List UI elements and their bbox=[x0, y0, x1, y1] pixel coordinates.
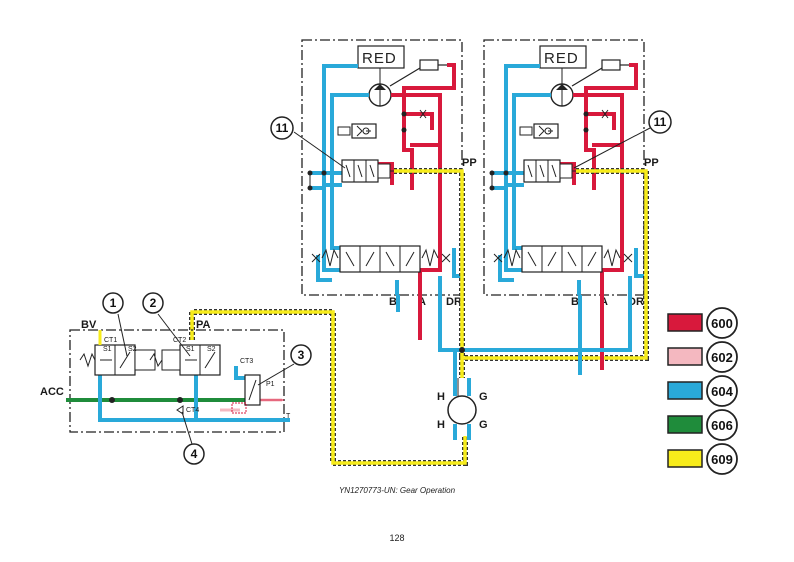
callouts: 1 2 3 4 11 11 bbox=[102, 110, 672, 465]
g-label-bottom: G bbox=[479, 419, 488, 431]
callout-11-left bbox=[270, 116, 294, 140]
s2-label-a: S2 bbox=[128, 346, 137, 353]
pilot-lines-yellow bbox=[189, 168, 649, 466]
legend-swatch-606 bbox=[667, 415, 703, 434]
dr-label-left: DR bbox=[446, 296, 462, 308]
legend-swatch-609 bbox=[667, 449, 703, 468]
legend-code-602: 602 bbox=[711, 350, 733, 365]
h-label-top: H bbox=[437, 391, 445, 403]
control-block bbox=[66, 329, 290, 433]
red-label-right: RED bbox=[544, 50, 579, 67]
ct1-label: CT1 bbox=[104, 337, 117, 344]
callout-3 bbox=[290, 344, 312, 366]
hg-motor bbox=[447, 378, 477, 440]
t-label: T bbox=[286, 413, 291, 420]
callout-2 bbox=[142, 292, 164, 314]
b-label-right: B bbox=[571, 296, 579, 308]
legend-code-circle-609 bbox=[706, 443, 738, 475]
pa-label: PA bbox=[196, 319, 211, 331]
s2-label-b: S2 bbox=[207, 346, 216, 353]
legend-swatch-604 bbox=[667, 381, 703, 400]
legend-code-circle-604 bbox=[706, 375, 738, 407]
legend-code-606: 606 bbox=[711, 418, 733, 433]
legend-swatch-600 bbox=[667, 313, 703, 332]
legend-code-circle-602 bbox=[706, 341, 738, 373]
s1-label-a: S1 bbox=[103, 346, 112, 353]
callout-4-text: 4 bbox=[191, 447, 198, 461]
pp-label-right: PP bbox=[644, 157, 659, 169]
callout-1 bbox=[102, 292, 124, 314]
callout-4 bbox=[183, 443, 205, 465]
acc-label: ACC bbox=[40, 386, 64, 398]
s1-label-b: S1 bbox=[186, 346, 195, 353]
callout-1-text: 1 bbox=[110, 296, 117, 310]
pp-label-left: PP bbox=[462, 157, 477, 169]
valve-assembly-left bbox=[300, 38, 464, 297]
figure-caption: YN1270773-UN: Gear Operation bbox=[338, 486, 456, 495]
callout-2-text: 2 bbox=[150, 296, 157, 310]
bv-label: BV bbox=[81, 319, 97, 331]
legend-code-604: 604 bbox=[711, 384, 733, 399]
red-label-left: RED bbox=[362, 50, 397, 67]
ct2-label: CT2 bbox=[173, 337, 186, 344]
callout-11-right bbox=[648, 110, 672, 134]
legend-code-609: 609 bbox=[711, 452, 733, 467]
legend-code-circle-600 bbox=[706, 307, 738, 339]
page-number: 128 bbox=[389, 533, 405, 543]
ct3-label: CT3 bbox=[240, 358, 253, 365]
legend-code-circle-606 bbox=[706, 409, 738, 441]
legend-code-600: 600 bbox=[711, 316, 733, 331]
callout-11-right-text: 11 bbox=[654, 115, 667, 129]
h-label-bottom: H bbox=[437, 419, 445, 431]
main-lines bbox=[396, 276, 632, 378]
b-label-left: B bbox=[389, 296, 397, 308]
ct4-label: CT4 bbox=[186, 407, 199, 414]
color-legend: 600 602 604 606 609 bbox=[667, 307, 738, 475]
callout-11-left-text: 11 bbox=[276, 121, 289, 135]
p1-label: P1 bbox=[266, 381, 275, 388]
g-label-top: G bbox=[479, 391, 488, 403]
callout-3-text: 3 bbox=[298, 348, 305, 362]
legend-swatch-602 bbox=[667, 347, 703, 366]
valve-assembly-right bbox=[482, 38, 646, 297]
